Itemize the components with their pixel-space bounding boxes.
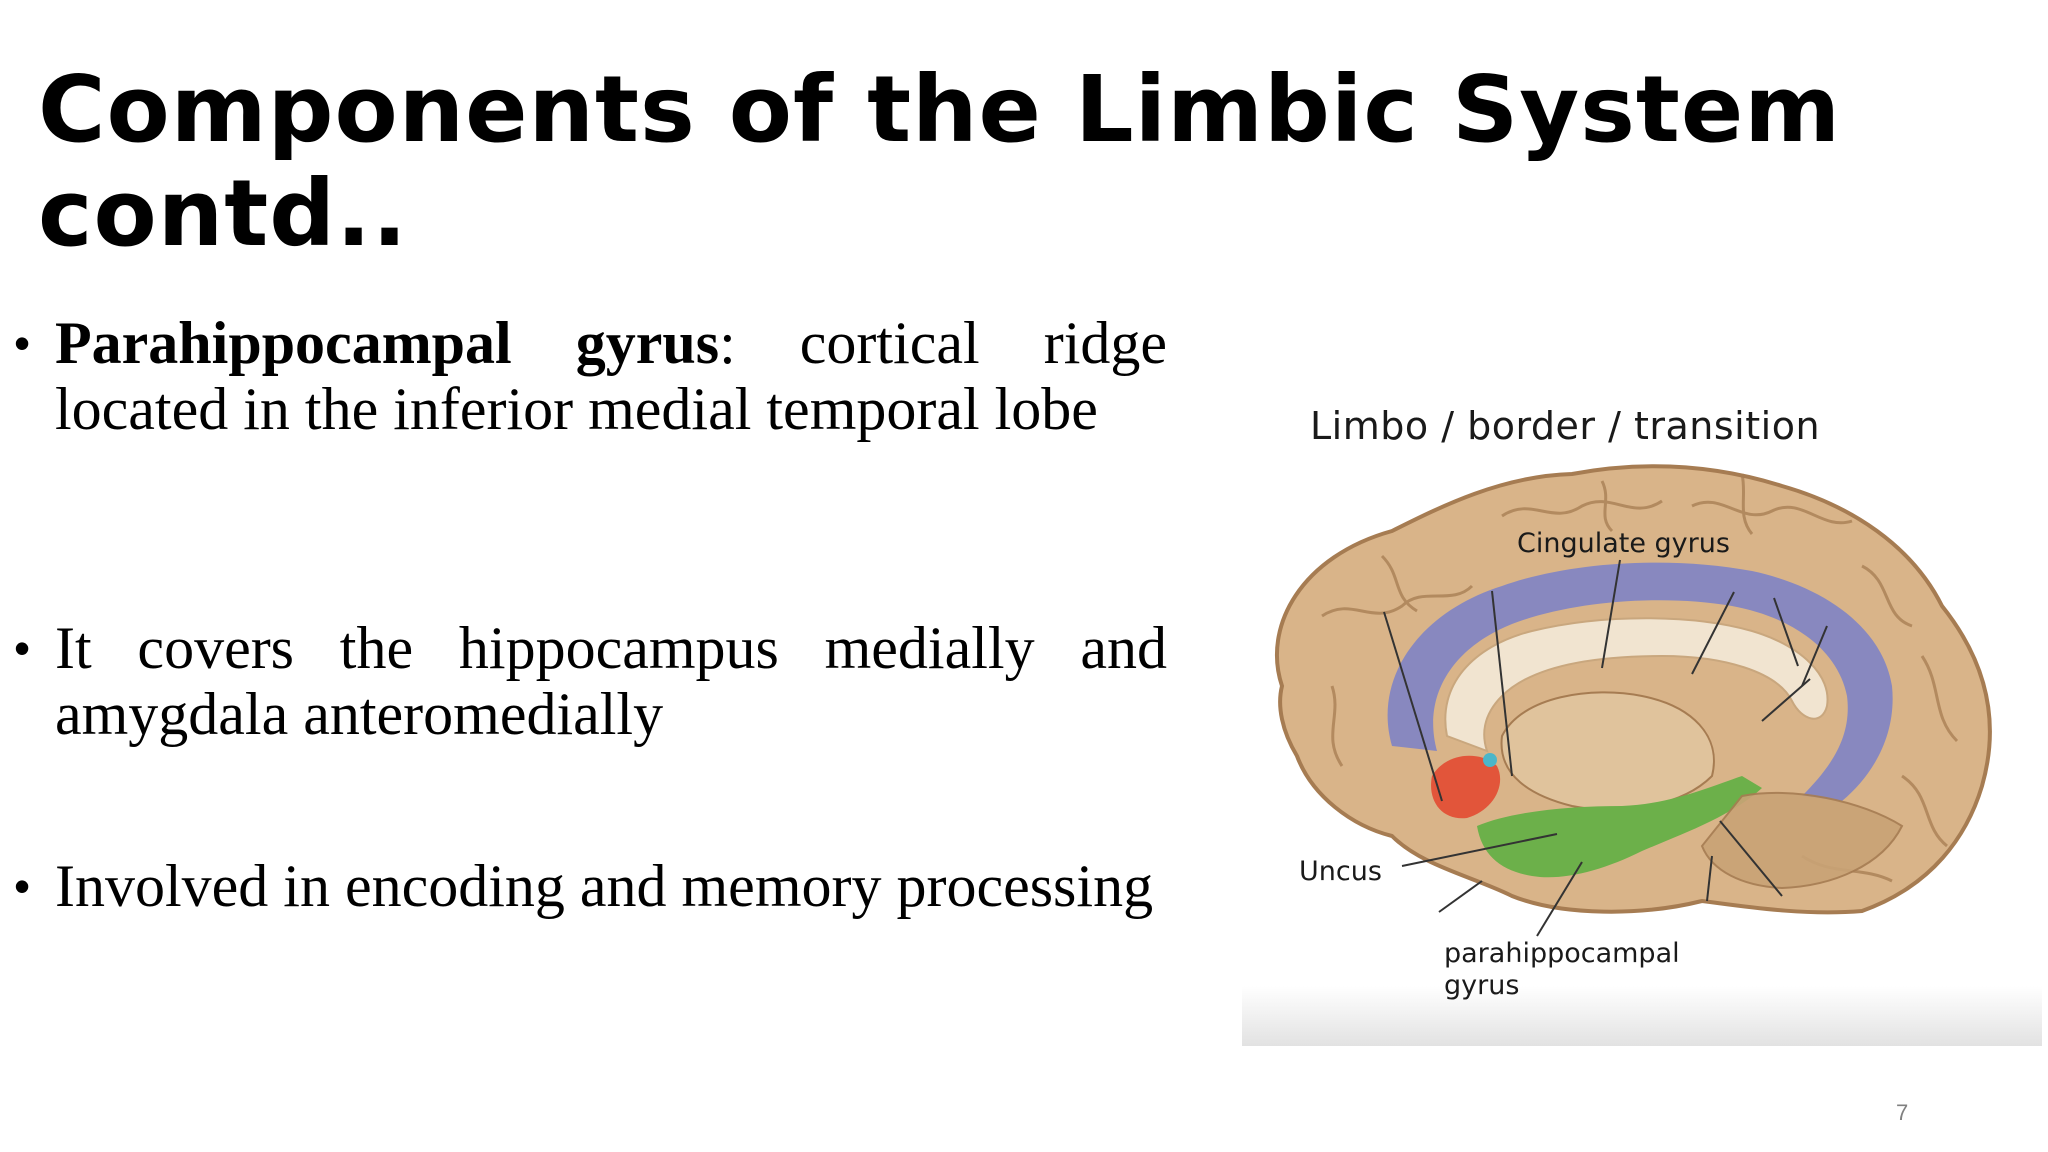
bullet-term: Parahippocampal gyrus [55,310,720,376]
label-parahippocampal-gyrus: parahippocampal gyrus [1444,938,1680,1001]
page-number: 7 [1896,1100,1909,1125]
corpus-callosum [1444,617,1829,753]
parahippocampal-gyrus [1477,776,1762,878]
inferior-temporal-surface [1700,791,1904,890]
bullet-body: : cortical ridge located in the inferior… [55,310,1167,442]
thalamus-region [1500,691,1715,811]
figure-caption: Limbo / border / transition [1310,404,1821,448]
leader-lines [1383,559,1828,937]
label-cingulate-gyrus: Cingulate gyrus [1517,528,1730,559]
gyri-texture [1321,473,1959,883]
bullet-marker: • [14,860,31,912]
brain-illustration [1275,464,1992,937]
bullet-text: It covers the hippocampus medially and a… [55,615,1167,747]
figure-footer-strip [1242,986,2042,1046]
fornix-marker [1483,753,1497,767]
bullet-marker: • [14,317,31,369]
bullet-marker: • [14,622,31,674]
cingulate-gyrus [1387,562,1893,801]
slide-title: Components of the Limbic System contd.. [38,56,1842,267]
bullet-text: Parahippocampal gyrus: cortical ridge lo… [55,310,1167,442]
label-uncus: Uncus [1299,856,1382,887]
bullet-text: Involved in encoding and memory processi… [55,853,1154,919]
brain-figure: Limbo / border / transition Cingulate gy… [1242,356,2042,1046]
uncus [1431,755,1501,819]
